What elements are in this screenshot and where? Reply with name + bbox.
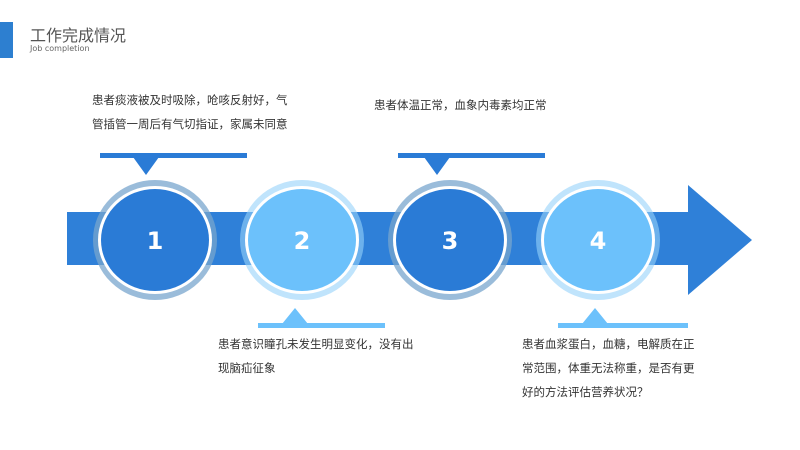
callout-pointer-1 [133,157,159,175]
step-1-text: 患者痰液被及时吸除，呛咳反射好，气管插管一周后有气切指证，家属未同意 [92,93,288,131]
callout-pointer-2 [282,308,308,324]
callout-bar-1 [100,153,247,158]
step-4-number: 4 [590,227,607,255]
step-2-circle [248,189,356,291]
page-subtitle: Job completion [30,44,90,53]
step-2-number: 2 [294,227,311,255]
callout-pointer-4 [582,308,608,324]
callout-bar-2 [258,323,385,328]
step-3-text: 患者体温正常，血象内毒素均正常 [374,98,547,112]
step-1-number: 1 [147,227,164,255]
step-3-number: 3 [442,227,459,255]
arrow-head [688,185,752,295]
step-2-text: 患者意识瞳孔未发生明显变化，没有出现脑疝征象 [218,337,414,375]
step-3-circle [396,189,504,291]
callout-bar-4 [558,323,688,328]
step-4-text: 患者血浆蛋白，血糖，电解质在正常范围，体重无法称重，是否有更好的方法评估营养状况… [522,337,695,399]
title-accent-bar [0,22,13,58]
step-4-circle [544,189,652,291]
step-1-circle [101,189,209,291]
callout-bar-3 [398,153,545,158]
callout-pointer-3 [424,157,450,175]
page-title: 工作完成情况 [30,26,127,45]
